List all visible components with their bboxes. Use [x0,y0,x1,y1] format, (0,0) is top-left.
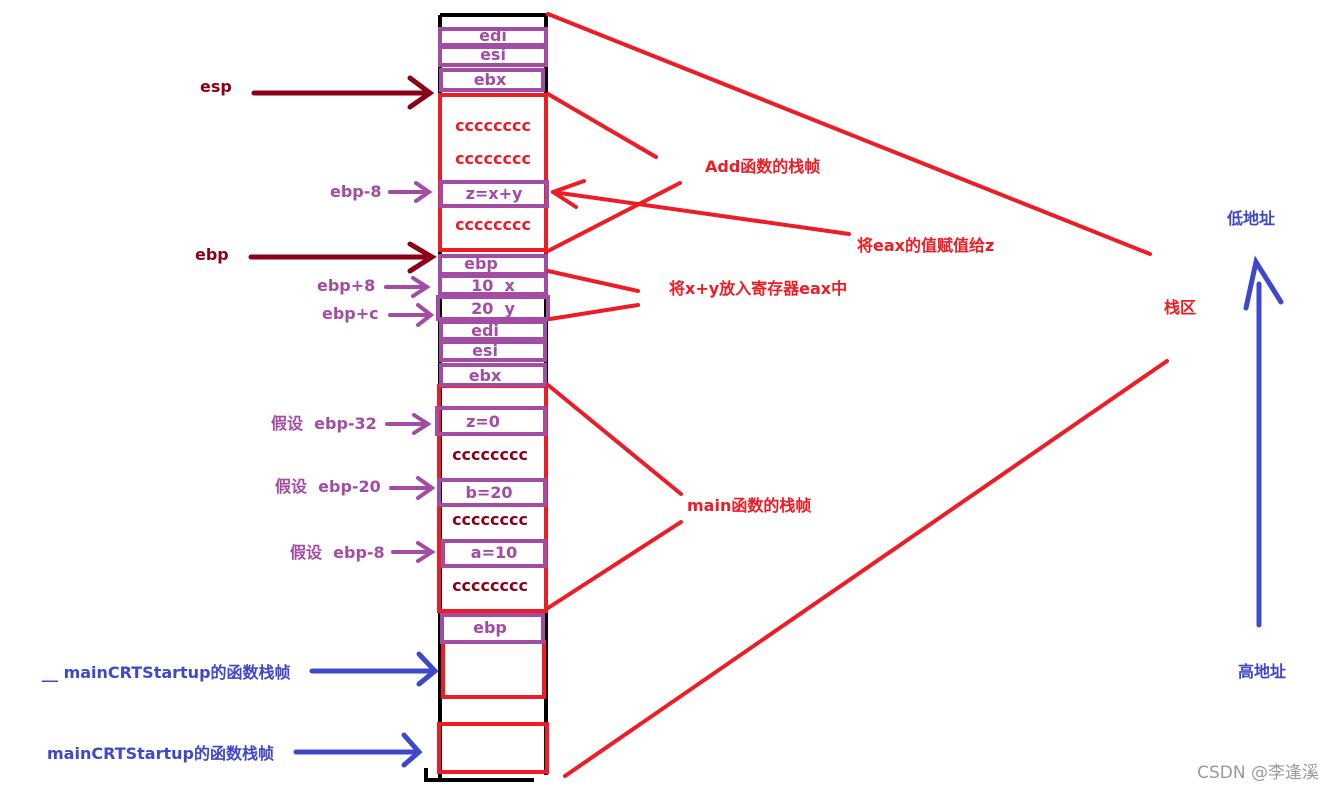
cell-box-param-y [436,295,550,321]
cell-add-z: z=x+y [465,184,523,203]
underscore-maincrtstartup-label: __ mainCRTStartup的函数栈帧 [42,663,291,682]
register-arrows [248,75,437,274]
cell-main-a: a=10 [470,543,518,562]
assume-ebp-minus-8-label: 假设 ebp-8 [290,543,385,562]
cell-box-main-ebp [440,613,545,644]
cell-main-fill-2: cccccccc [452,510,528,529]
low-address-label: 低地址 [1227,209,1276,228]
cell-param-x: 10 x [471,276,515,295]
assign-arrow-shaft [551,190,851,236]
cell-add-edi: edi [479,26,507,45]
register-cells [435,27,550,644]
add-frame-box [438,93,548,252]
main-frame-top-line [546,383,683,496]
assign-eax-annotation: 将eax的值赋值给z [857,236,995,255]
add-frame-bottom-line [544,181,682,254]
assign-arrow-head-bottom [551,190,578,209]
maincrtstartup-label: mainCRTStartup的函数栈帧 [47,744,274,763]
stack-area-bottom-line [563,359,1169,778]
cell-add-fill-2: cccccccc [455,149,531,168]
cell-box-main-a [441,539,547,568]
cell-param-y: 20 y [471,299,515,318]
cell-box-main-b [437,478,547,507]
cell-box-main-edi [439,320,547,341]
ebp-label: ebp [195,245,229,264]
put-xy-bottom-line [548,303,640,321]
blue-arrows [293,255,1284,768]
cell-add-ebx: ebx [473,70,507,89]
cell-main-edi: edi [471,321,499,340]
cell-add-fill-3: cccccccc [455,215,531,234]
cell-main-ebx: ebx [468,366,502,385]
esp-label: esp [200,77,232,96]
put-xy-top-line [546,269,640,293]
assume-ebp-minus-20-label: 假设 ebp-20 [275,477,381,496]
add-frame-top-line [546,92,658,159]
cell-add-fill-1: cccccccc [455,116,531,135]
ebp-plus-8-label: ebp+8 [317,276,376,295]
assign-arrow-head-top [551,179,586,194]
cell-box-main-ebx [439,363,547,387]
cell-box-main-z [435,406,547,436]
cell-box-add-esi [438,45,548,67]
high-address-label: 高地址 [1238,662,1287,681]
assume-ebp-minus-32-label: 假设 ebp-32 [271,414,377,433]
put-xy-eax-annotation: 将x+y放入寄存器eax中 [669,279,848,298]
cell-main-b: b=20 [465,483,513,502]
ebp-minus-8-label: ebp-8 [330,182,382,201]
underscore-maincrtstartup-frame-box [441,640,546,699]
cell-box-main-esi [439,340,547,362]
main-frame-bottom-line [546,520,683,610]
cell-box-param-x [438,274,548,296]
address-direction-arrow-head [1243,255,1284,311]
maincrtstartup-frame-box [437,722,549,774]
stack-area-label: 栈区 [1164,298,1197,317]
cell-main-esi: esi [472,341,498,360]
ebp-arrow-head [407,241,437,274]
ebp-plus-c-label: ebp+c [322,304,379,323]
watermark: CSDN @李逢溪 [1197,763,1319,783]
cell-main-fill-3: cccccccc [452,576,528,595]
offset-arrows [384,181,436,563]
add-frame-annotation: Add函数的栈帧 [705,157,821,176]
cell-main-ebp: ebp [473,618,507,637]
esp-arrow-head [407,75,435,110]
bracket-lines [544,12,1169,778]
main-frame-annotation: main函数的栈帧 [687,496,812,515]
cell-main-fill-1: cccccccc [452,445,528,464]
cell-box-add-z [439,180,549,208]
cell-box-add-ebx [439,68,545,92]
cell-add-ebp: ebp [464,254,498,273]
stack-area-top-line [546,12,1152,256]
cell-main-z: z=0 [466,412,500,431]
cell-add-esi: esi [480,45,506,64]
